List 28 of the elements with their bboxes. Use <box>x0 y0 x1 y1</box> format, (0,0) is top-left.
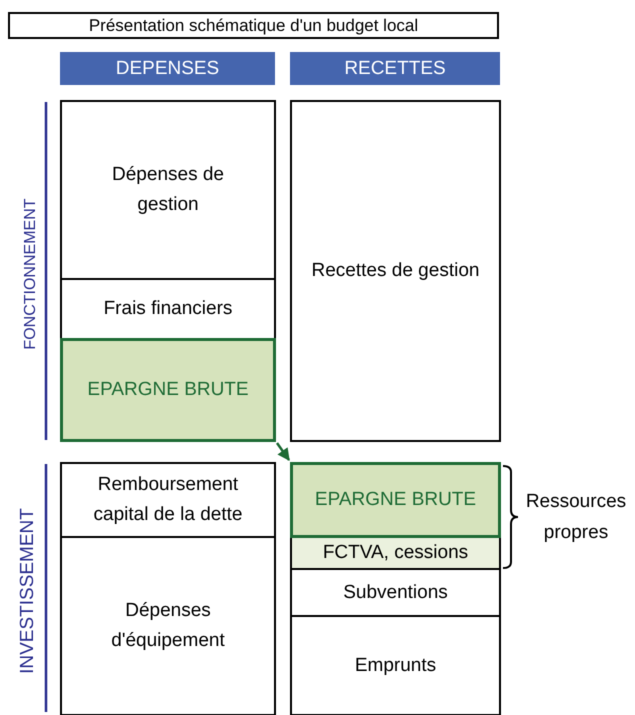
node-text: Subventions <box>343 580 448 604</box>
savings-box <box>60 338 276 442</box>
node-text: Frais financiers <box>104 297 232 321</box>
savings-box <box>290 462 501 538</box>
node-text: FCTVA, cessions <box>322 541 468 565</box>
section-label: FONCTIONNEMENT <box>21 197 40 352</box>
budget-box <box>290 568 501 617</box>
node-text: Recettes de gestion <box>312 259 480 283</box>
node-text: Dépenses de gestion <box>111 163 225 217</box>
arrow <box>276 442 290 462</box>
node-text: Emprunts <box>354 654 436 678</box>
column-header <box>60 52 275 85</box>
budget-box <box>60 100 276 280</box>
budget-box <box>290 100 501 442</box>
bracket-label: Ressources propres <box>524 490 628 545</box>
budget-box <box>60 462 276 538</box>
node-text: EPARGNE BRUTE <box>87 378 249 402</box>
node-text: Remboursement capital de la dette <box>92 473 244 527</box>
budget-box <box>290 615 501 715</box>
node-text: DEPENSES <box>116 56 220 80</box>
title-box: Présentation schématique d'un budget local <box>8 12 499 39</box>
budget-box <box>60 536 276 715</box>
section-label: INVESTISSEMENT <box>16 507 39 676</box>
node-text: EPARGNE BRUTE <box>314 488 476 512</box>
node-text: Dépenses d'équipement <box>110 599 226 653</box>
node-text: RECETTES <box>344 56 446 80</box>
budget-box <box>60 278 276 340</box>
column-header <box>290 52 500 85</box>
